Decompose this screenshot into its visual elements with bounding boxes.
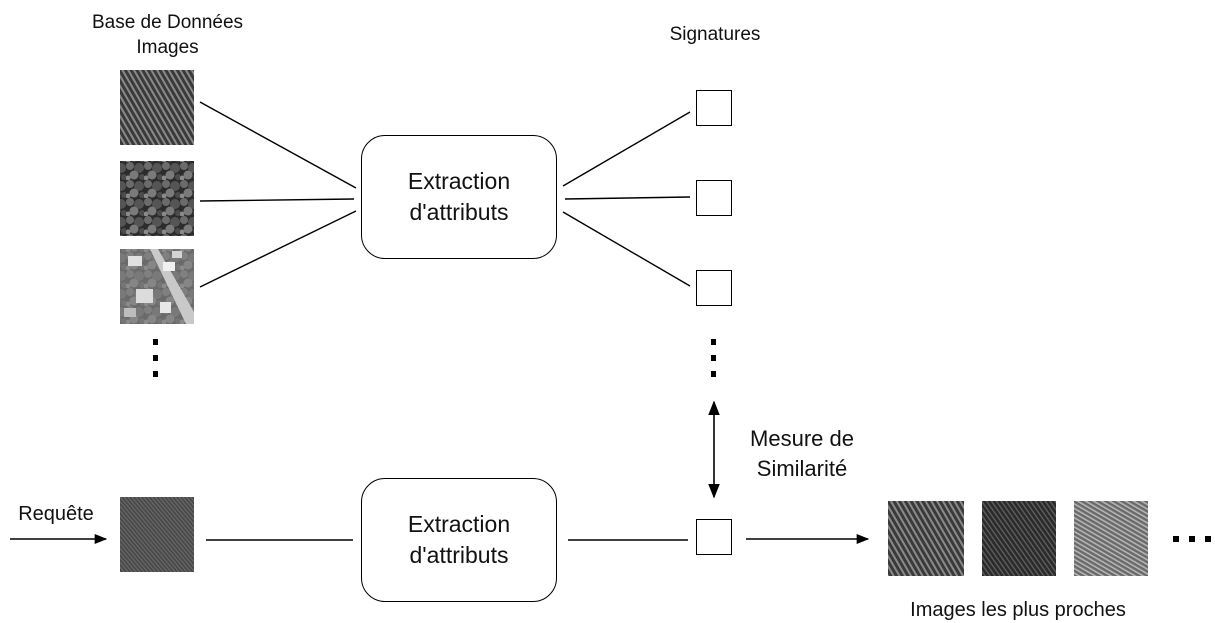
database-title-line-1: Base de Données xyxy=(91,12,244,33)
signature-box xyxy=(696,90,732,126)
ellipsis-vertical-icon xyxy=(153,339,158,377)
extraction-box-top: Extraction d'attributs xyxy=(361,135,557,259)
signature-box xyxy=(696,180,732,216)
query-signature-box xyxy=(696,519,732,555)
result-image-1 xyxy=(888,501,964,576)
signature-box xyxy=(696,270,732,306)
database-title: Base de Données Images xyxy=(50,10,285,60)
connector-line xyxy=(562,211,691,287)
database-title-line-2: Images xyxy=(136,37,199,58)
extraction-label-line-2: d'attributs xyxy=(409,542,509,568)
results-label: Images les plus proches xyxy=(910,599,1126,621)
database-image-3 xyxy=(120,249,194,324)
connector-line xyxy=(199,101,357,189)
ellipsis-vertical-icon xyxy=(711,339,716,377)
extraction-box-bottom: Extraction d'attributs xyxy=(361,478,557,602)
query-image xyxy=(120,497,194,572)
connector-line xyxy=(562,111,691,187)
connector-line xyxy=(564,196,691,200)
similarity-label-line-1: Mesure de xyxy=(750,426,854,451)
similarity-label-line-2: Similarité xyxy=(756,456,848,481)
result-image-2 xyxy=(982,501,1056,576)
connector-line xyxy=(199,210,357,288)
result-image-3 xyxy=(1074,501,1148,576)
extraction-label-line-2: d'attributs xyxy=(409,199,509,225)
connector-line xyxy=(199,198,355,202)
extraction-label-line-1: Extraction xyxy=(407,168,511,194)
query-label: Requête xyxy=(18,503,94,525)
similarity-label: Mesure de Similarité xyxy=(732,424,872,484)
database-image-1 xyxy=(120,70,194,145)
ellipsis-horizontal-icon xyxy=(1173,536,1211,542)
signatures-title: Signatures xyxy=(669,24,761,45)
database-image-2 xyxy=(120,161,194,236)
extraction-label-line-1: Extraction xyxy=(407,511,511,537)
